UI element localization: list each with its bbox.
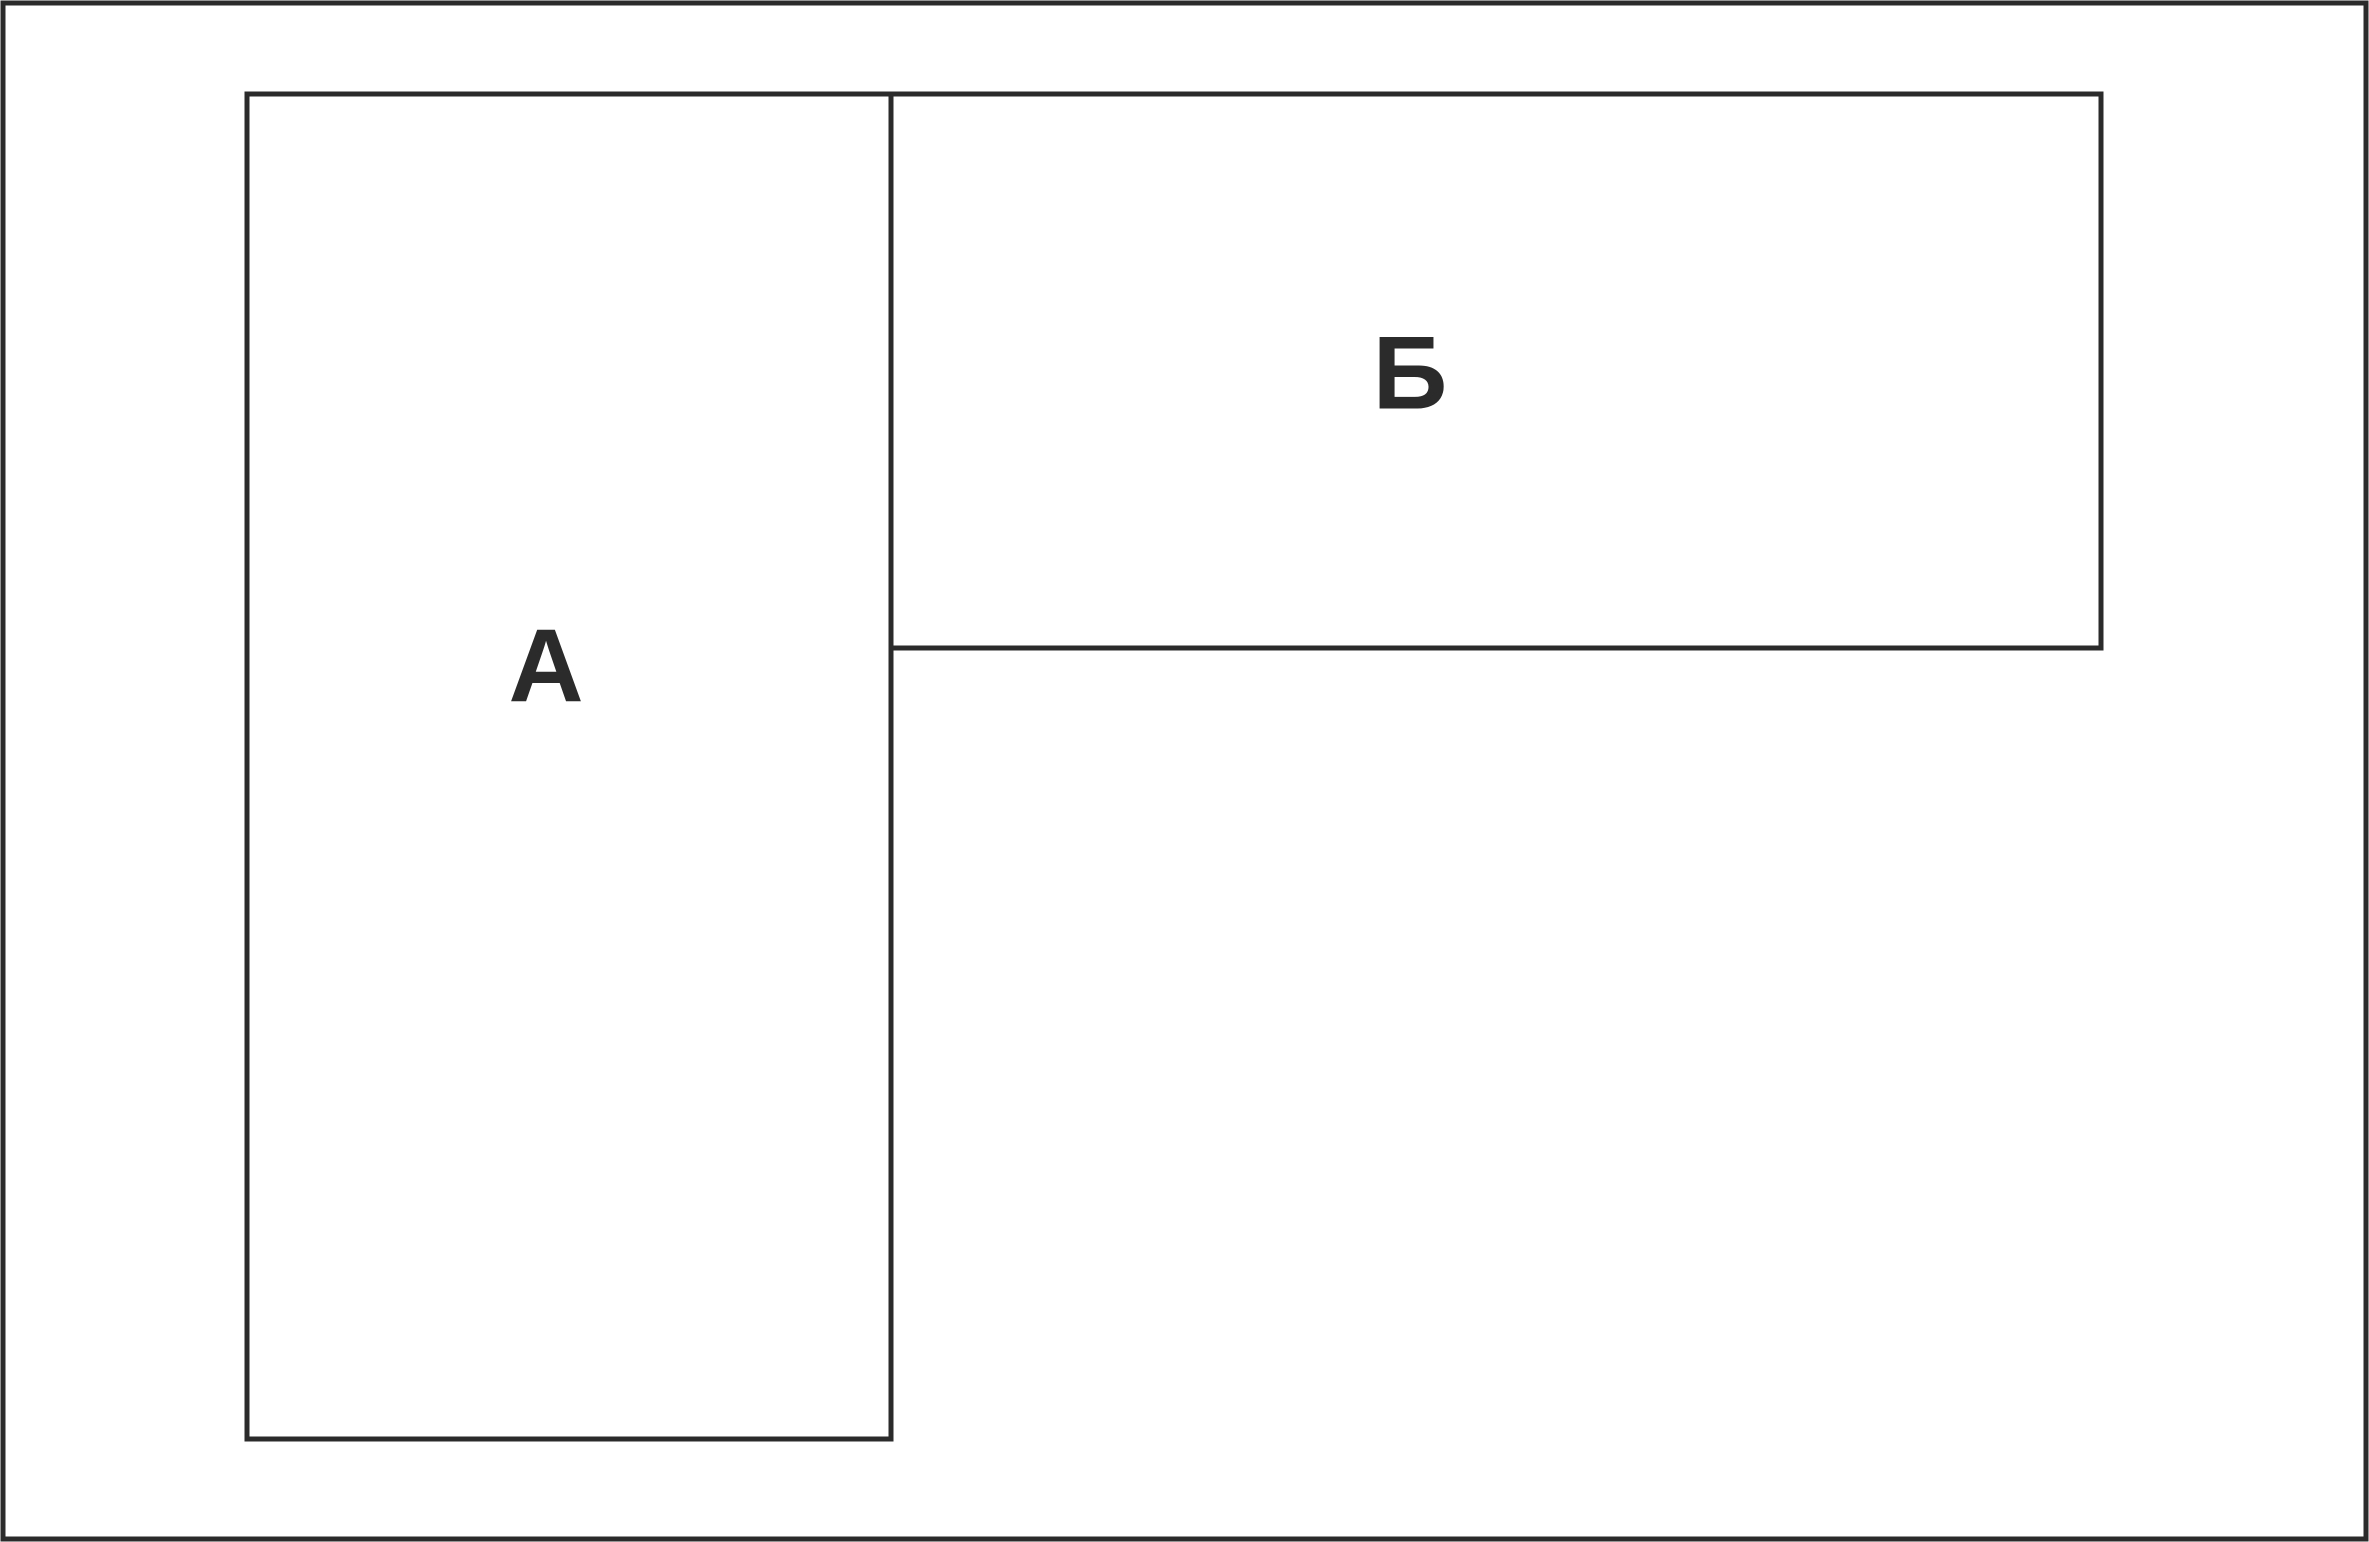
region-b-label: Б <box>1373 315 1448 431</box>
region-a-label: А <box>508 608 583 724</box>
region-a-outline <box>244 91 894 1442</box>
region-b-outline <box>888 91 2104 651</box>
